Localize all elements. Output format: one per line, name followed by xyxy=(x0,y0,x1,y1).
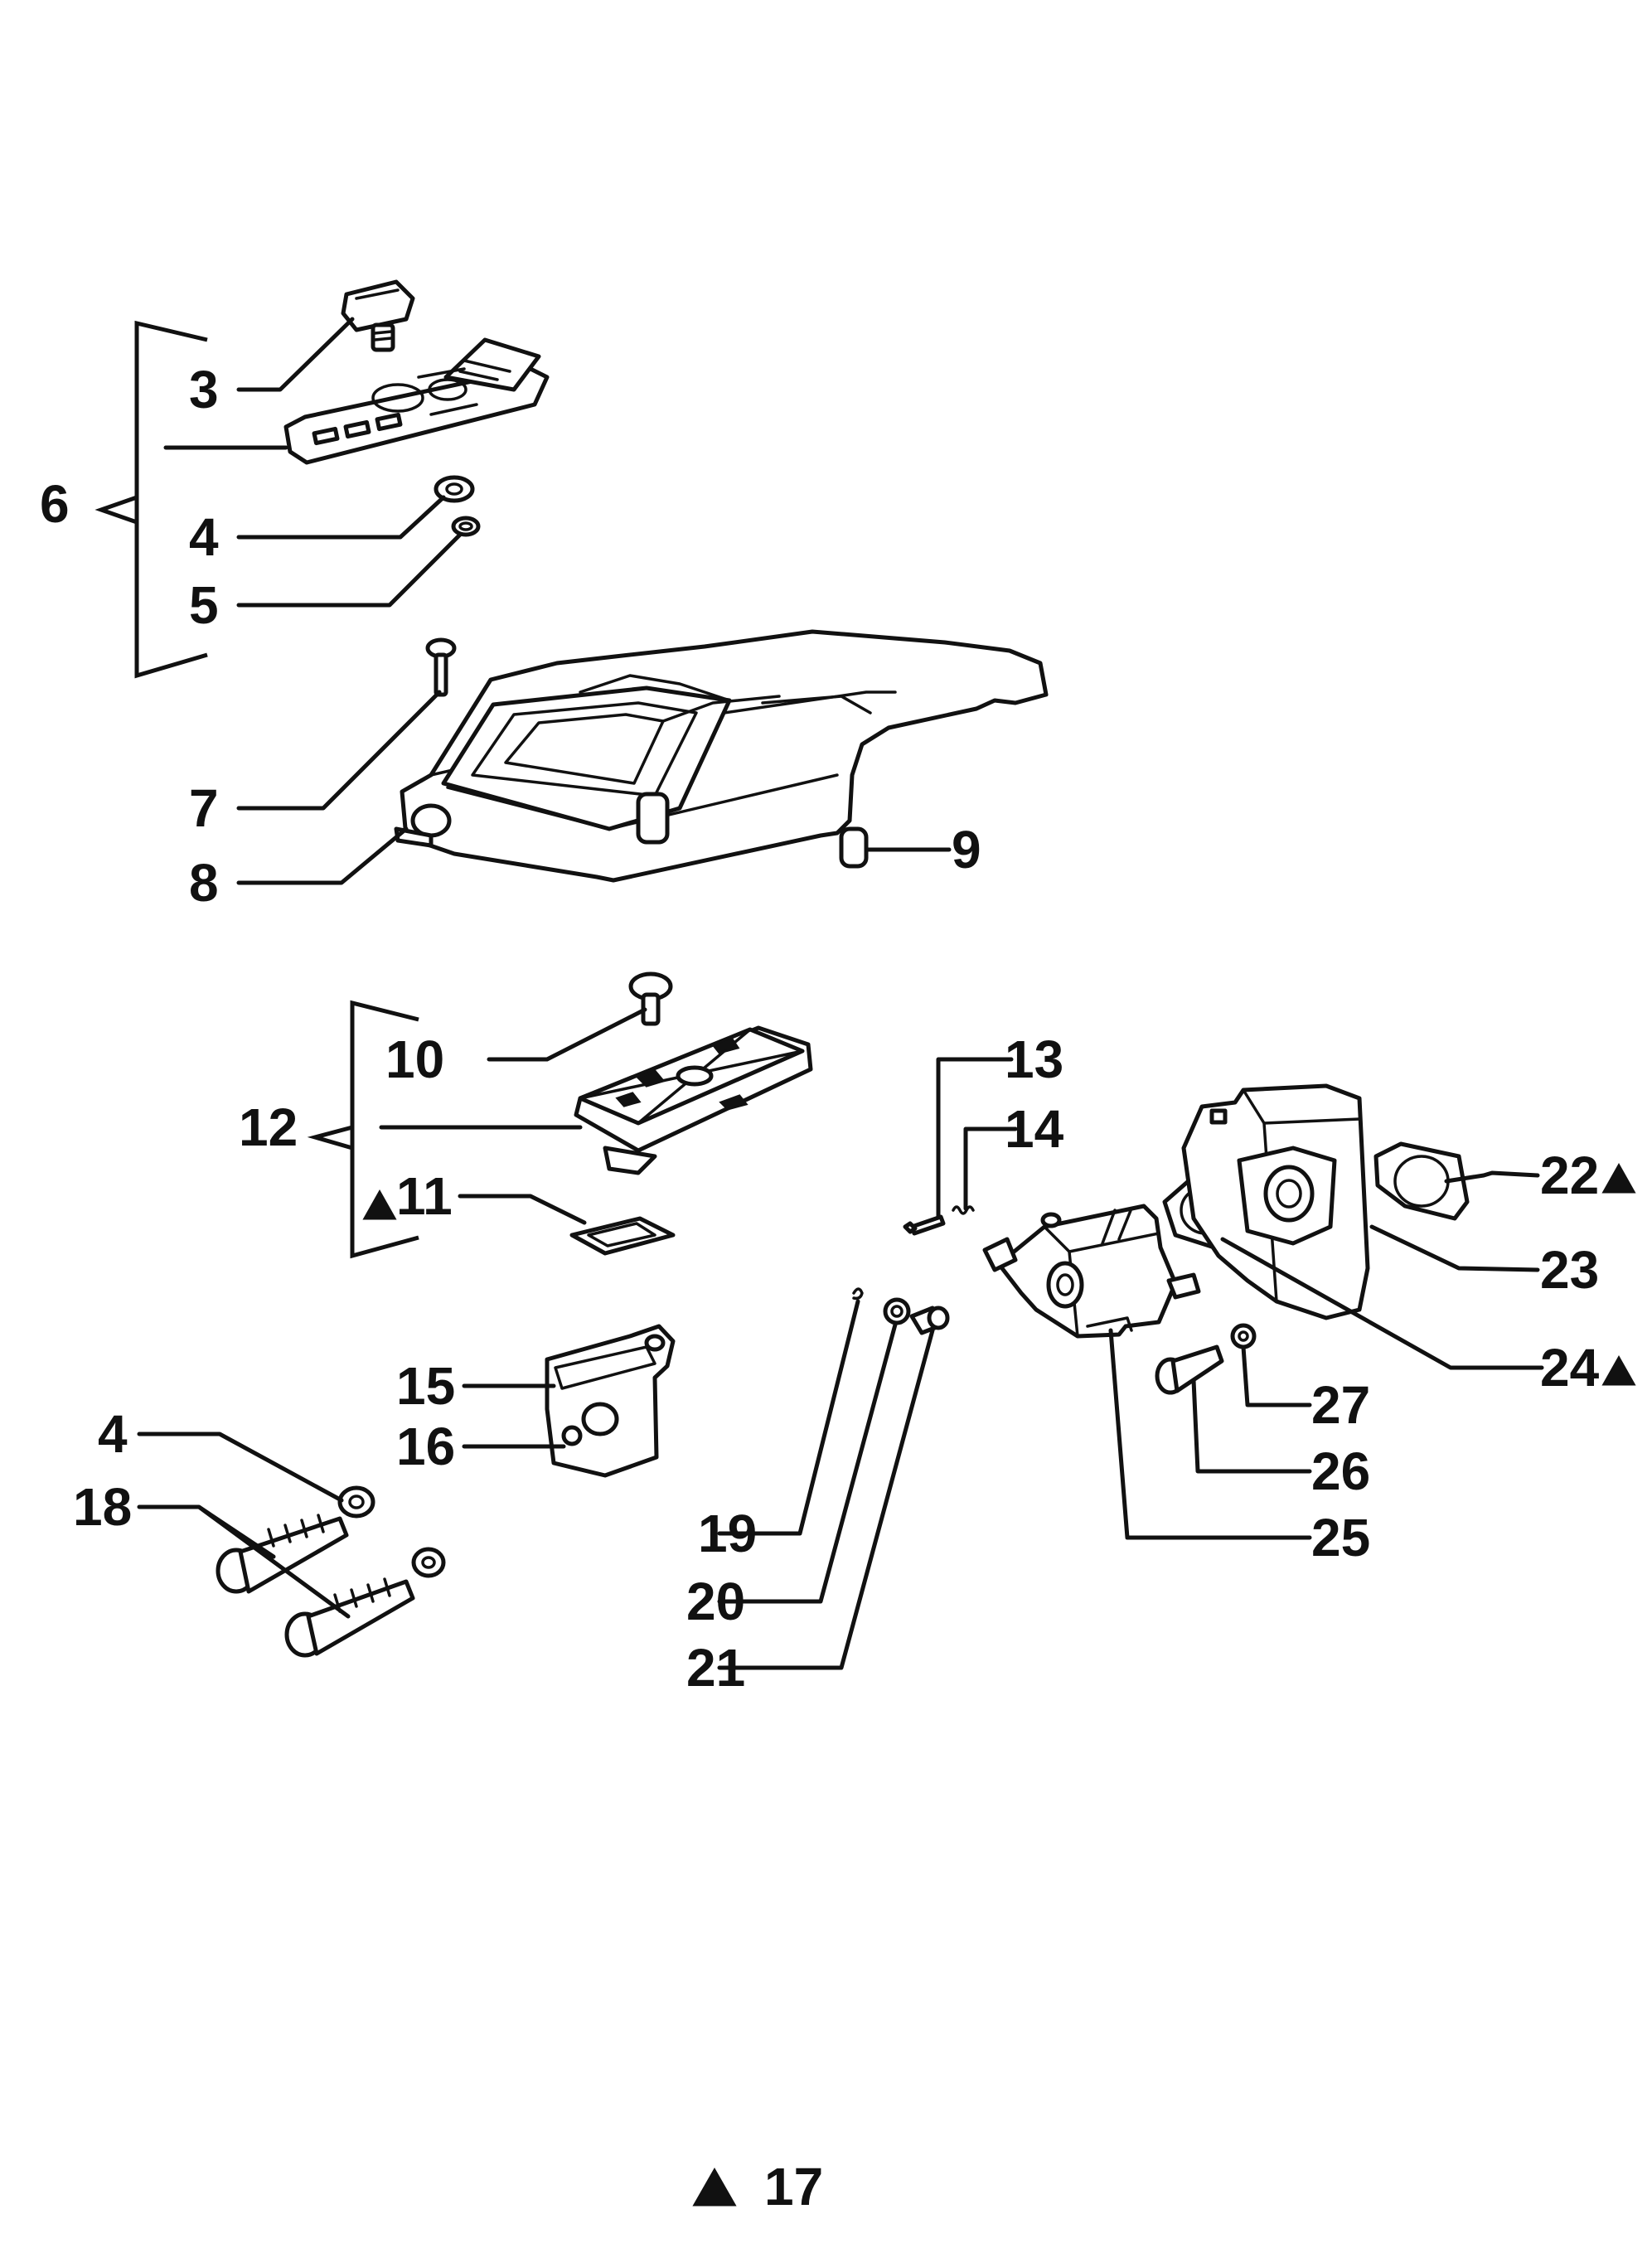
leader-19 xyxy=(717,1299,860,1536)
housing-screw xyxy=(425,637,457,697)
label-12: 12 xyxy=(239,1097,298,1157)
label-11: 11 xyxy=(396,1166,453,1226)
intake-bracket xyxy=(545,1324,676,1478)
label-8: 8 xyxy=(189,853,219,913)
leader-13 xyxy=(936,1057,1014,1219)
label-26: 26 xyxy=(1311,1441,1370,1501)
pin xyxy=(839,826,869,869)
o-ring xyxy=(451,516,481,537)
label-5: 5 xyxy=(189,575,219,635)
leader-21 xyxy=(717,1328,935,1670)
label-13: 13 xyxy=(1005,1029,1063,1089)
washer-20 xyxy=(883,1297,911,1325)
label-27: 27 xyxy=(1311,1375,1370,1435)
leader-20 xyxy=(717,1322,898,1604)
label-24: 24 xyxy=(1540,1338,1600,1398)
main-housing xyxy=(394,629,1049,883)
label-4b: 4 xyxy=(98,1404,128,1464)
leader-11 xyxy=(458,1194,587,1225)
leader-4b xyxy=(137,1432,344,1503)
triangle-marker-11 xyxy=(362,1189,397,1220)
label-15: 15 xyxy=(396,1356,455,1416)
kit-bracket-12 xyxy=(307,1000,419,1259)
label-4a: 4 xyxy=(189,507,219,567)
carburetor xyxy=(982,1204,1201,1339)
leader-14 xyxy=(963,1126,1018,1211)
filter-screw xyxy=(628,971,673,1026)
label-21: 21 xyxy=(686,1638,745,1698)
kit-bracket-6 xyxy=(94,320,208,679)
leader-18 xyxy=(137,1504,351,1619)
adjust-screw xyxy=(903,1214,946,1236)
leader-4a xyxy=(236,495,446,540)
washer-a xyxy=(337,1485,375,1519)
label-22: 22 xyxy=(1540,1146,1599,1205)
bushing-21 xyxy=(909,1306,950,1335)
label-3: 3 xyxy=(189,360,219,419)
label-7: 7 xyxy=(189,778,219,838)
filter-cover-plate xyxy=(283,337,550,465)
label-16: 16 xyxy=(396,1417,455,1476)
leader-10 xyxy=(487,1007,647,1062)
leader-3 xyxy=(236,317,355,392)
label-14: 14 xyxy=(1005,1099,1064,1159)
knob-screw xyxy=(341,279,415,352)
grommet xyxy=(434,475,475,503)
socket-bolt-1 xyxy=(216,1514,349,1594)
label-25: 25 xyxy=(1311,1508,1370,1567)
filter-gasket xyxy=(569,1216,676,1256)
triangle-marker-24 xyxy=(1601,1354,1636,1386)
footer-kit-number: 17 xyxy=(764,2157,823,2216)
leader-5 xyxy=(236,532,463,608)
intake-manifold xyxy=(1181,1083,1370,1320)
triangle-marker-footer xyxy=(692,2167,737,2207)
label-10: 10 xyxy=(385,1029,444,1089)
socket-bolt-2 xyxy=(284,1577,415,1658)
leader-8 xyxy=(236,826,409,885)
air-filter xyxy=(574,1025,813,1175)
leader-25 xyxy=(1108,1328,1312,1540)
clip-19 xyxy=(852,1287,864,1301)
leader-27 xyxy=(1241,1344,1312,1407)
carb-washer xyxy=(1230,1323,1257,1349)
adjust-spring xyxy=(952,1205,975,1215)
manifold-gasket xyxy=(1373,1141,1470,1221)
triangle-marker-22 xyxy=(1601,1162,1636,1194)
carb-screw xyxy=(1155,1344,1224,1395)
label-9: 9 xyxy=(952,820,981,879)
leader-24 xyxy=(1220,1237,1544,1370)
label-18: 18 xyxy=(73,1477,132,1537)
leader-22 xyxy=(1444,1170,1540,1184)
label-20: 20 xyxy=(686,1572,745,1631)
label-19: 19 xyxy=(698,1504,757,1563)
label-6: 6 xyxy=(40,474,70,534)
label-23: 23 xyxy=(1540,1240,1599,1300)
leader-26 xyxy=(1191,1378,1312,1474)
leader-7 xyxy=(236,690,442,811)
leader-23 xyxy=(1369,1224,1540,1272)
washer-b xyxy=(411,1547,446,1578)
